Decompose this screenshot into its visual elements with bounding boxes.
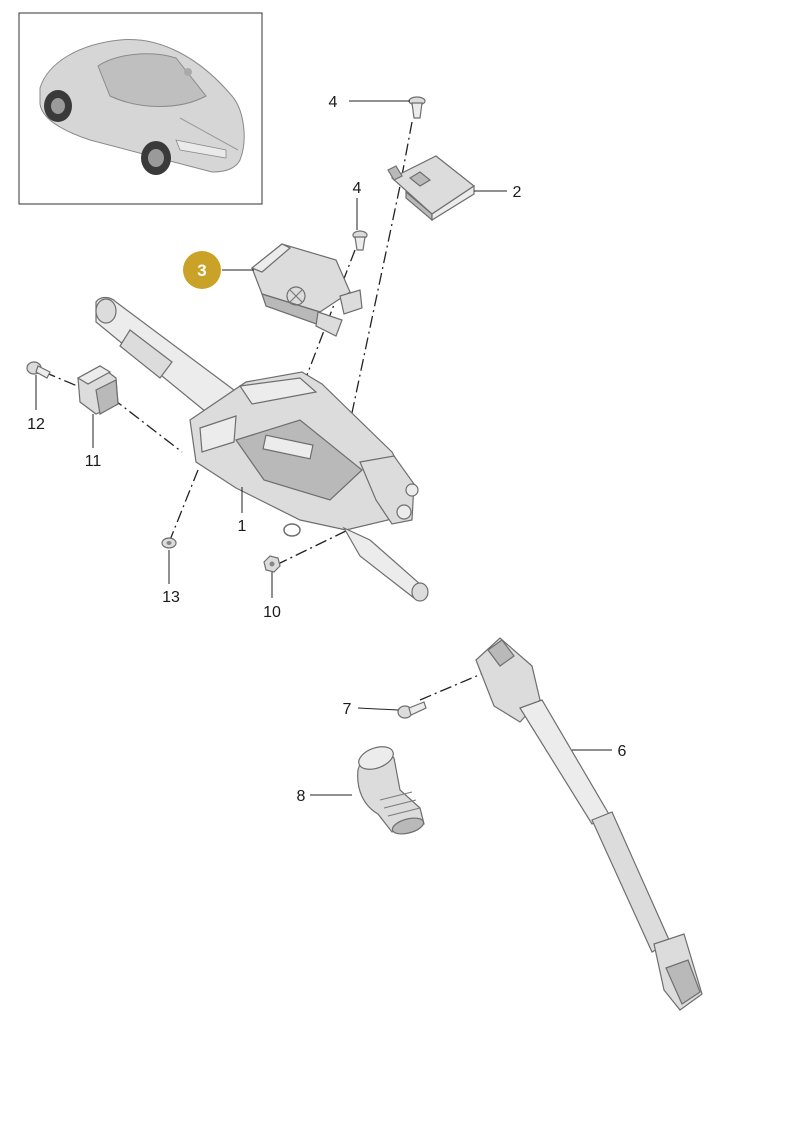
washer-part-13 xyxy=(161,537,177,549)
leader-lines xyxy=(35,100,612,796)
callout-4-upper[interactable]: 4 xyxy=(329,94,338,111)
callout-11[interactable]: 11 xyxy=(85,453,102,470)
callout-6[interactable]: 6 xyxy=(618,743,627,760)
steering-lock-part xyxy=(250,243,363,337)
callout-12[interactable]: 12 xyxy=(27,416,45,433)
nut-part-10 xyxy=(263,555,281,573)
intermediate-shaft-part-6 xyxy=(475,637,703,1011)
callout-7[interactable]: 7 xyxy=(343,701,352,718)
callout-2[interactable]: 2 xyxy=(513,184,522,201)
bolt-part-7 xyxy=(397,701,427,719)
callout-13[interactable]: 13 xyxy=(162,589,180,606)
bracket-part-11 xyxy=(76,365,119,415)
car-illustration xyxy=(39,39,245,175)
screw-part-4-upper xyxy=(408,96,426,119)
steering-column-part xyxy=(95,296,429,602)
callout-4-lower[interactable]: 4 xyxy=(353,180,362,197)
callouts: 4 2 4 1 12 11 13 10 7 6 8 3 xyxy=(27,94,626,805)
callout-3-highlighted[interactable]: 3 xyxy=(183,251,221,289)
boot-part-8 xyxy=(357,746,425,835)
screw-part-4-lower xyxy=(352,230,368,251)
callout-10[interactable]: 10 xyxy=(263,604,281,621)
highlight-badge xyxy=(183,251,221,289)
control-module-part xyxy=(387,155,476,222)
callout-3: 3 xyxy=(197,261,206,280)
vehicle-thumbnail xyxy=(18,12,263,205)
bolt-part-12 xyxy=(26,361,51,379)
callout-8[interactable]: 8 xyxy=(297,788,306,805)
callout-1[interactable]: 1 xyxy=(238,518,247,535)
